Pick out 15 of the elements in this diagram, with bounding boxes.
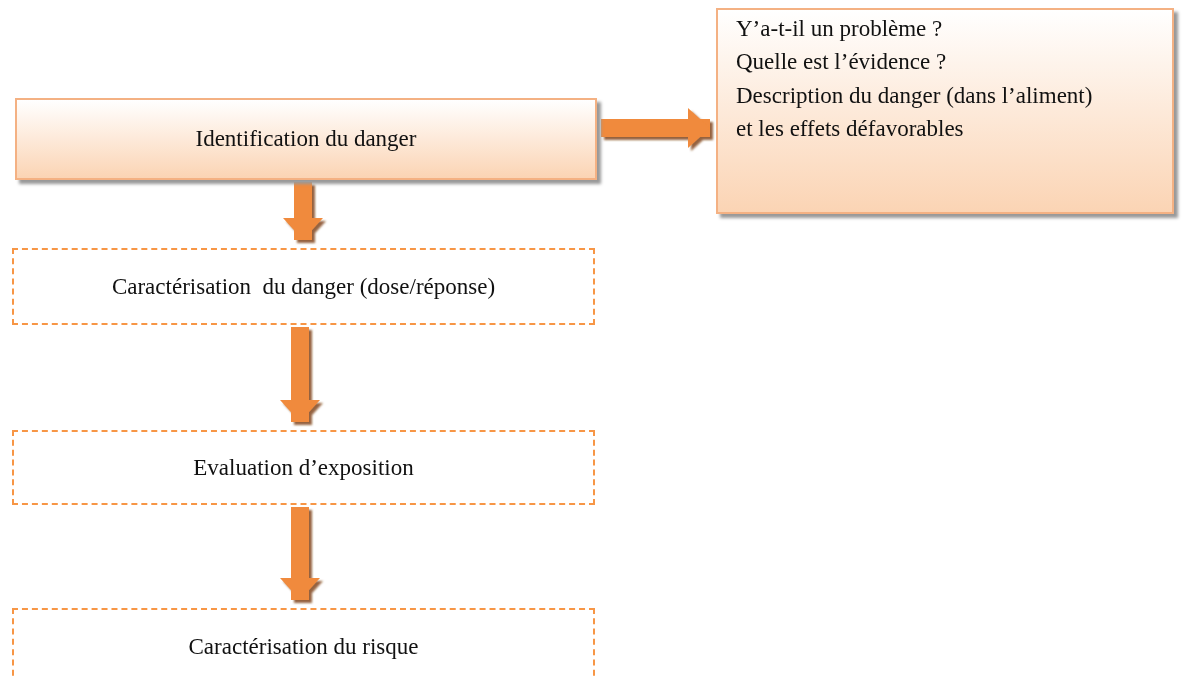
- process-box: [716, 8, 1174, 214]
- box-text: Evaluation d’exposition: [193, 453, 414, 482]
- box-text: Caractérisation du risque: [188, 633, 419, 662]
- box-text: Caractérisation du danger (dose/réponse): [111, 272, 496, 301]
- process-box: [15, 98, 597, 180]
- block-arrow: [280, 507, 320, 600]
- box-text: Quelle est l’évidence ?: [736, 48, 948, 77]
- box-text: Y’a-t-il un problème ?: [736, 15, 944, 43]
- block-arrow: [283, 182, 323, 240]
- dashed-process-box: [12, 248, 595, 325]
- block-arrow: [280, 327, 320, 422]
- box-text: Description du danger (dans l’aliment) et les effets défavorables: [736, 81, 1094, 144]
- box-text: Identification du danger: [194, 125, 418, 154]
- dashed-process-box: [12, 430, 595, 505]
- block-arrow: [601, 108, 710, 148]
